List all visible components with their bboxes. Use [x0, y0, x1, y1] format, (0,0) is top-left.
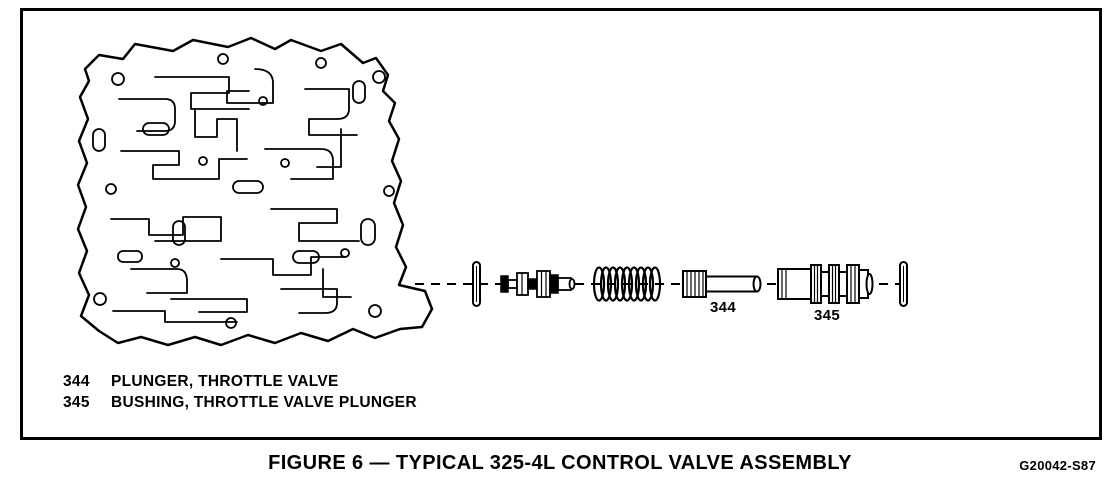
bushing-drawing	[777, 264, 874, 304]
legend-number: 344	[63, 373, 90, 390]
legend-number: 345	[63, 394, 90, 411]
valve-body-outline	[76, 36, 434, 347]
retaining-pin-right-drawing	[899, 261, 908, 307]
callout-plunger: 344	[710, 299, 736, 316]
throttle-valve-drawing	[500, 270, 576, 298]
legend-name: BUSHING, THROTTLE VALVE PLUNGER	[111, 394, 417, 411]
valve-body-drawing	[76, 36, 434, 347]
exploded-view-diagram	[76, 36, 911, 347]
throttle-valve-spring-drawing	[592, 266, 662, 302]
legend-row-bushing: 345 BUSHING, THROTTLE VALVE PLUNGER	[63, 392, 417, 413]
plunger-drawing	[682, 270, 762, 298]
retaining-pin-left-drawing	[472, 261, 481, 307]
legend-row-plunger: 344 PLUNGER, THROTTLE VALVE	[63, 371, 417, 392]
valve-body-passages	[92, 68, 376, 323]
figure-caption: FIGURE 6 — TYPICAL 325-4L CONTROL VALVE …	[268, 452, 852, 474]
legend-name: PLUNGER, THROTTLE VALVE	[111, 373, 339, 390]
parts-legend: 344 PLUNGER, THROTTLE VALVE 345 BUSHING,…	[63, 371, 417, 413]
callout-bushing: 345	[814, 307, 840, 324]
doc-code: G20042-S87	[1019, 458, 1096, 473]
valve-body-bolt-holes	[93, 53, 395, 329]
figure-border: 344 345 344 PLUNGER, THROTTLE VALVE 345 …	[20, 8, 1102, 440]
